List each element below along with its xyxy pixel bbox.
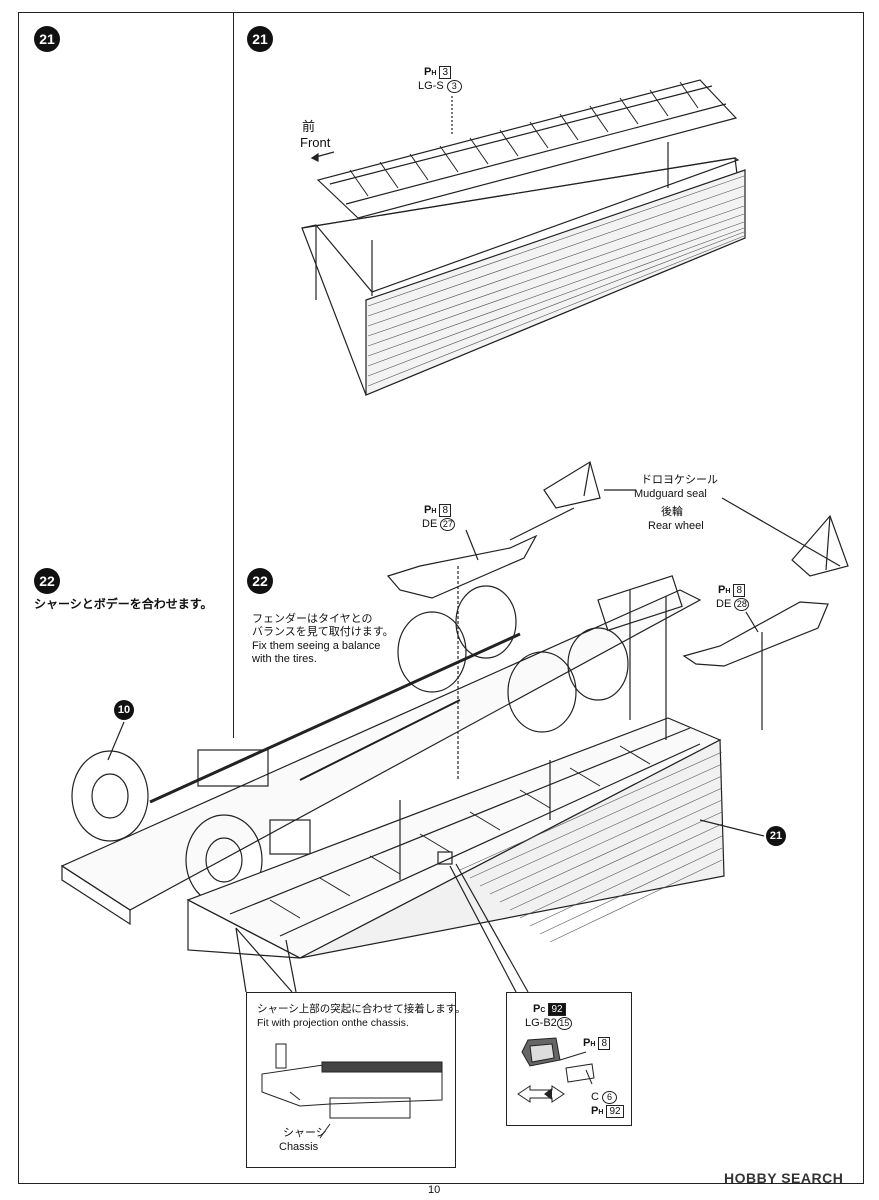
- step-21-badge-left: 21: [34, 26, 60, 52]
- callout-chassis-10: 10: [114, 700, 134, 720]
- part-ref-ph3: PH 3: [424, 66, 452, 80]
- watermark: HOBBY SEARCH: [724, 1170, 844, 1186]
- part-ref-fender-left-de: DE 27: [422, 518, 456, 531]
- detail-chassis-jp: シャーシ上部の突起に合わせて接着します。: [257, 1003, 466, 1015]
- mudguard-seal-left-illustration: [543, 461, 601, 509]
- column-divider: [233, 12, 234, 738]
- part-ref-fender-right-de: DE 28: [716, 598, 750, 611]
- seal-label-en: Mudguard seal: [634, 488, 707, 500]
- lamp-detail: [521, 1037, 595, 1085]
- part-ref-c6: C 6: [591, 1091, 618, 1104]
- step-21-badge-right: 21: [247, 26, 273, 52]
- van-body-illustration: [301, 79, 746, 396]
- page-frame: [18, 12, 864, 1184]
- fender-left-illustration: [386, 529, 538, 780]
- part-ref-fender-right-ph: PH 8: [718, 584, 746, 598]
- detail-chassis-en: Fit with projection onthe chassis.: [257, 1017, 409, 1029]
- slide-arrow-icon: [517, 1085, 565, 1103]
- fender-right-illustration: [682, 601, 829, 730]
- part-ref-ph8-lamp: PH 8: [583, 1037, 611, 1051]
- mudguard-seal-right-illustration: [791, 514, 849, 577]
- part-ref-fender-left-ph: PH 8: [424, 504, 452, 518]
- part-ref-ph92: PH 92: [591, 1105, 624, 1119]
- part-ref-lgs3: LG-S 3: [418, 80, 462, 93]
- fender-note-en1: Fix them seeing a balance: [252, 640, 381, 652]
- fender-note-jp1: フェンダーはタイヤとの: [252, 613, 373, 625]
- front-arrow-icon: [310, 151, 335, 162]
- page-number: 10: [428, 1184, 441, 1196]
- front-label-en: Front: [300, 135, 331, 150]
- step22-instruction: シャーシとボデーを合わせます。: [34, 597, 213, 611]
- rear-wheel-en: Rear wheel: [648, 520, 704, 532]
- seal-label-jp: ドロヨケシール: [641, 474, 718, 486]
- detail-chassis-label-en: Chassis: [279, 1141, 319, 1153]
- detail-box-chassis: シャーシ上部の突起に合わせて接着します。 Fit with projection…: [246, 992, 466, 1168]
- detail-chassis-label-jp: シャーシ: [283, 1127, 327, 1139]
- van-body-bottom-illustration: [186, 717, 725, 959]
- step-22-badge-left: 22: [34, 568, 60, 594]
- front-label-jp: 前: [302, 119, 316, 134]
- fender-note-en2: with the tires.: [252, 653, 317, 665]
- chassis-projection-detail: [261, 1043, 443, 1139]
- fender-note-jp2: バランスを見て取付けます。: [252, 626, 394, 638]
- step-22-badge-right: 22: [247, 568, 273, 594]
- rear-wheel-jp: 後輪: [661, 506, 683, 518]
- callout-body-21: 21: [766, 826, 786, 846]
- part-ref-pc92: PC 92: [533, 1003, 566, 1017]
